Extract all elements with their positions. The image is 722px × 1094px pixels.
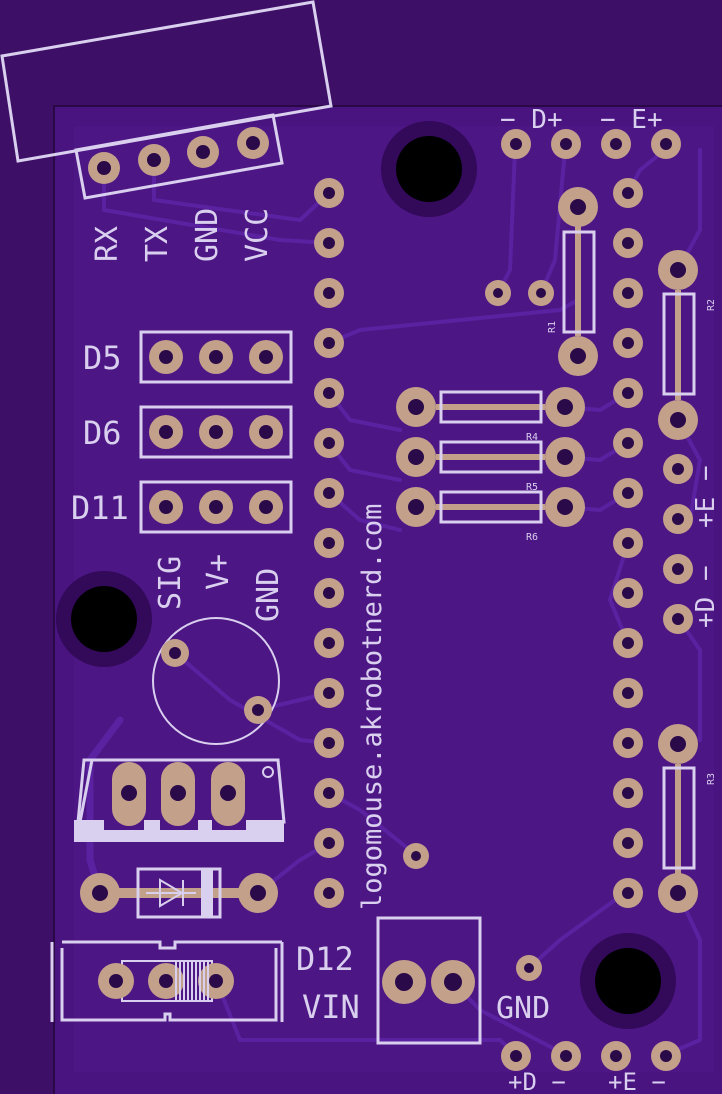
label-r1: R1 [547,321,558,333]
mounting-hole-bottom [595,948,661,1014]
arduino-pin-left [314,428,344,458]
url-text: logomouse.akrobotnerd.com [357,504,388,910]
arduino-pin-right [613,378,643,408]
arduino-pin-right [613,478,643,508]
arduino-pin-right [613,578,643,608]
arduino-pin-left [314,878,344,908]
label-r6: R6 [526,532,538,543]
arduino-pin-left [314,678,344,708]
power-terminal [376,916,482,1045]
arduino-pin-left [314,828,344,858]
label-servo-gnd: GND [251,568,286,622]
arduino-pin-right [613,728,643,758]
buzzer [152,617,280,745]
arduino-pin-left [314,328,344,358]
label-r4: R4 [526,432,538,443]
servo-header-d5 [139,330,293,384]
arduino-pin-left [314,178,344,208]
label-d5: D5 [83,339,122,377]
diode [80,867,278,919]
label-d11: D11 [71,489,129,527]
servo-header-d11 [139,480,293,534]
arduino-pin-right [613,678,643,708]
resistor-r4 [396,387,585,427]
label-gnd-bottom: GND [496,991,550,1026]
mounting-hole-left [71,586,137,652]
arduino-pin-right [613,428,643,458]
arduino-pin-left [314,378,344,408]
arduino-pin-left [314,778,344,808]
label-top-d: − D+ [500,105,563,135]
power-switch [50,940,284,1022]
label-tx: TX [140,226,175,262]
arduino-pin-right [613,178,643,208]
arduino-pin-right [613,628,643,658]
arduino-pin-right [613,778,643,808]
resistor-r6 [396,487,585,527]
arduino-pin-left [314,628,344,658]
label-vplus: V+ [201,554,236,590]
servo-header-d6 [139,405,293,459]
label-rx: RX [90,226,125,262]
label-right-e: +E − [691,465,721,528]
label-r5: R5 [526,482,538,493]
label-vin: VIN [302,988,360,1026]
resistor-r5 [396,437,585,477]
label-r3: R3 [706,773,717,785]
encoder-connector-top [501,129,681,159]
arduino-pin-left [314,478,344,508]
arduino-pin-right [613,278,643,308]
label-r2: R2 [706,299,717,311]
label-vcc: VCC [240,208,275,262]
serial-header [0,0,333,200]
label-right-d: +D − [691,565,721,628]
encoder-connector-bottom [501,1041,681,1071]
arduino-pin-right [613,528,643,558]
label-bottom-d: +D − [508,1068,566,1094]
resistor-r1 [558,187,598,376]
label-d6: D6 [83,414,122,452]
resistor-r2 [658,250,698,440]
mounting-hole-top [396,136,462,202]
arduino-pin-right [613,328,643,358]
label-sig: SIG [153,556,188,610]
arduino-pin-left [314,228,344,258]
voltage-regulator [74,758,286,842]
label-bottom-e: +E − [608,1068,666,1094]
ground-pour [74,126,714,1072]
arduino-pin-right [613,878,643,908]
encoder-connector-right [663,454,693,634]
label-d12: D12 [296,940,354,978]
arduino-pin-left [314,728,344,758]
resistor-r3 [658,724,698,913]
arduino-pin-right [613,228,643,258]
label-top-e: − E+ [600,105,663,135]
arduino-pin-left [314,528,344,558]
arduino-pin-right [613,828,643,858]
arduino-pin-left [314,578,344,608]
mounting-holes [56,121,676,1029]
label-serial-gnd: GND [190,208,225,262]
arduino-pin-left [314,278,344,308]
